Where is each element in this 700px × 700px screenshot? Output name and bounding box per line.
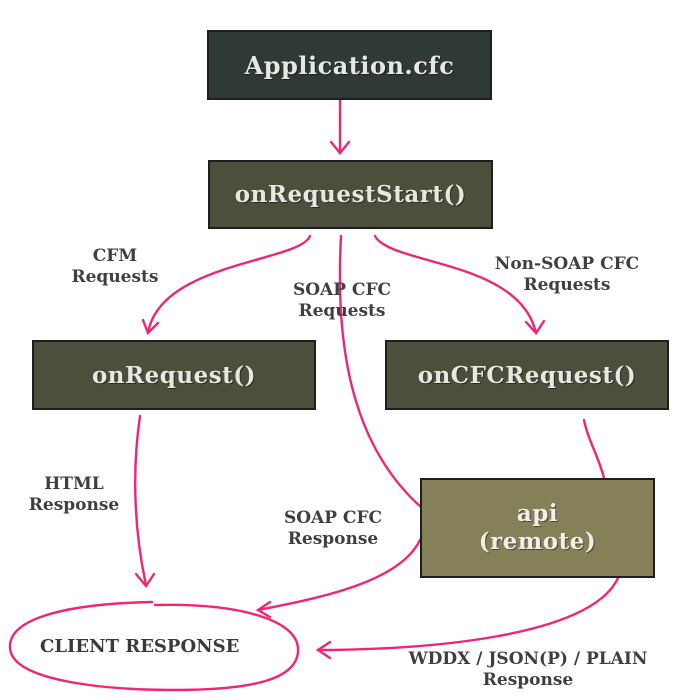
client-response-label: CLIENT RESPONSE [40, 636, 240, 657]
arrowhead-soap-response [255, 600, 272, 619]
node-application-cfc: Application.cfc [207, 30, 492, 100]
node-api-remote: api (remote) [420, 478, 655, 578]
arrow-oncfcrequest-to-api [582, 418, 606, 480]
arrow-html-to-client [134, 414, 148, 587]
edge-label-cfm-line2: Requests [71, 267, 159, 287]
node-onrequest: onRequest() [32, 340, 316, 410]
edge-label-cfm-requests: CFM Requests [62, 246, 168, 288]
arrow-wddx-to-client [316, 576, 620, 652]
client-response-ellipse [8, 600, 300, 692]
arrowhead-onrequeststart [329, 140, 351, 155]
arrowhead-wddx [315, 640, 332, 660]
edge-label-non-soap-line2: Requests [523, 275, 611, 295]
arrowhead-onrequest [141, 318, 160, 336]
arrow-to-onrequest [146, 234, 312, 335]
node-application-cfc-label: Application.cfc [244, 50, 455, 80]
edge-label-wddx-line1: WDDX / JSON(P) / PLAIN [408, 649, 648, 669]
node-api-remote-label: (remote) [478, 528, 597, 555]
node-onrequeststart: onRequestStart() [208, 160, 493, 229]
edge-label-html-line1: HTML [44, 474, 104, 494]
edge-label-soap-resp-line2: Response [287, 529, 379, 549]
edge-label-html-line2: Response [28, 495, 120, 515]
arrow-soap-response-to-client [256, 538, 422, 612]
edge-label-non-soap-line1: Non-SOAP CFC [494, 254, 640, 274]
edge-label-soap-req-line2: Requests [298, 301, 386, 321]
arrowhead-html [134, 572, 156, 589]
node-oncfcrequest: onCFCRequest() [385, 340, 669, 410]
arrowhead-oncfcrequest [524, 319, 546, 335]
edge-label-wddx-line2: Response [482, 670, 574, 690]
edge-label-html-response: HTML Response [16, 474, 132, 516]
edge-label-soap-req-line1: SOAP CFC [292, 280, 392, 300]
edge-label-soap-cfc-requests: SOAP CFC Requests [276, 280, 408, 322]
node-oncfcrequest-label: onCFCRequest() [417, 361, 637, 389]
edge-label-wddx-response: WDDX / JSON(P) / PLAIN Response [372, 649, 684, 691]
node-onrequeststart-label: onRequestStart() [234, 181, 467, 208]
edge-label-cfm-line1: CFM [92, 246, 138, 266]
node-onrequest-label: onRequest() [91, 361, 257, 389]
edge-label-soap-resp-line1: SOAP CFC [283, 508, 383, 528]
arrow-soap-to-api [338, 234, 424, 510]
arrow-to-oncfcrequest [373, 234, 538, 335]
edge-label-soap-cfc-response: SOAP CFC Response [266, 508, 400, 550]
edge-label-non-soap-requests: Non-SOAP CFC Requests [470, 254, 664, 296]
node-api-label: api [516, 500, 559, 527]
